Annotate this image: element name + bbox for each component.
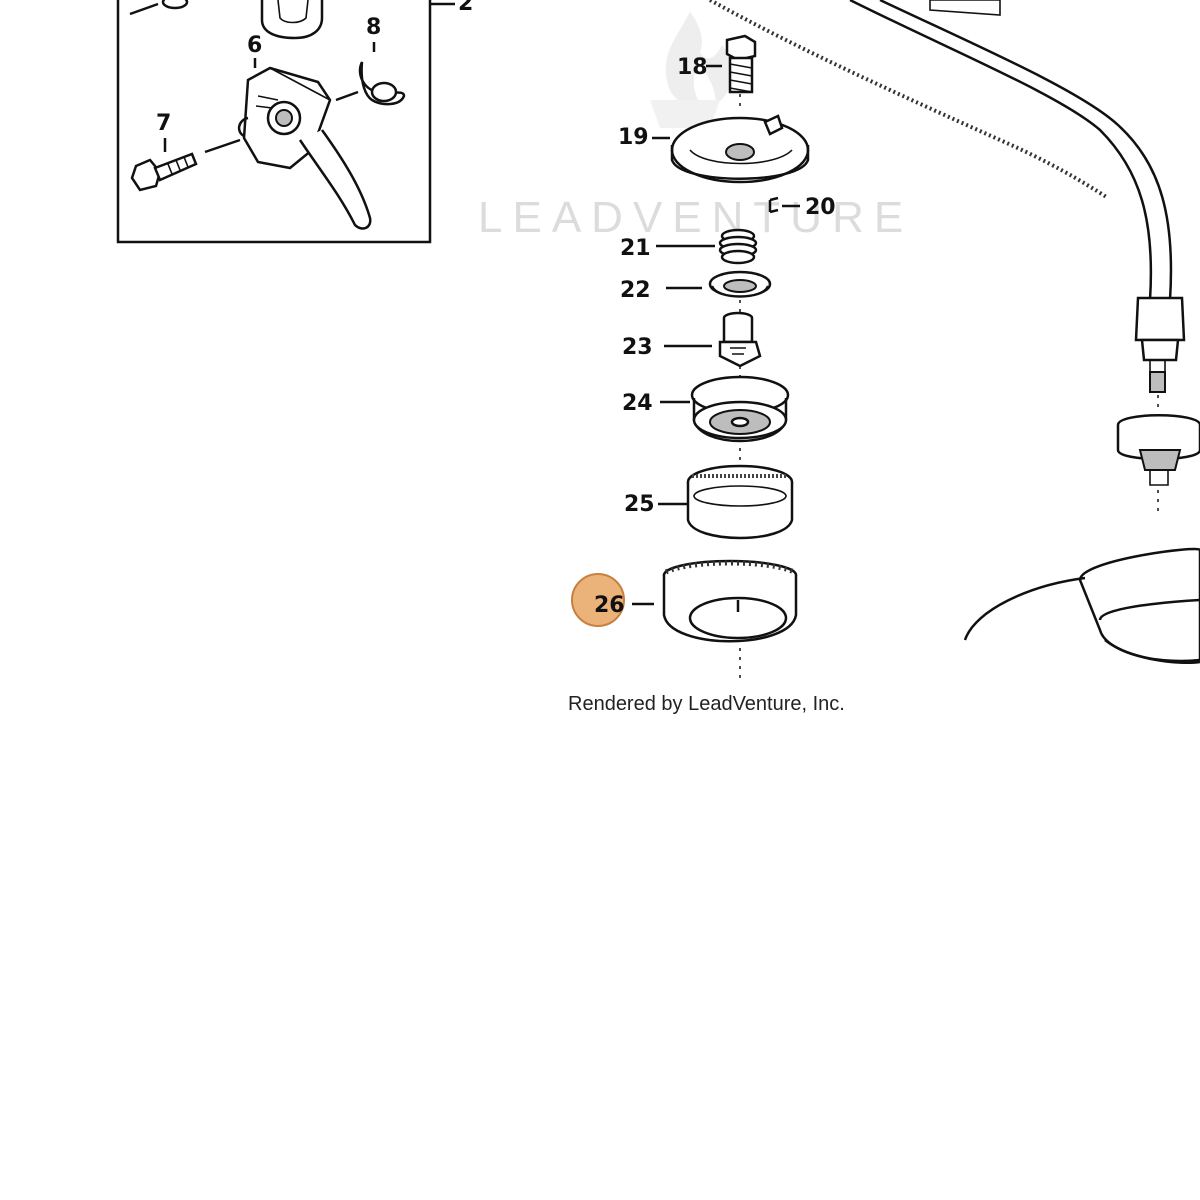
part-20-clip[interactable]	[768, 196, 779, 214]
part-18-bolt[interactable]	[725, 34, 757, 94]
inset-frame	[116, 0, 432, 244]
callout-26[interactable]: 26	[594, 593, 625, 618]
callout-19[interactable]: 19	[618, 125, 649, 150]
credit-text: Rendered by LeadVenture, Inc.	[568, 693, 845, 715]
part-22-cup-washer[interactable]	[708, 270, 772, 298]
drive-shaft-assembly	[709, 0, 1200, 665]
callout-25[interactable]: 25	[624, 492, 655, 517]
part-8-wing-nut[interactable]	[358, 61, 406, 106]
part-24-spool[interactable]	[690, 375, 790, 443]
callout-20[interactable]: 20	[805, 195, 836, 220]
highlight-circle[interactable]	[571, 573, 625, 627]
watermark-text: LEADVENTURE	[478, 193, 913, 242]
handle-top	[260, 0, 324, 40]
selected-part-marker[interactable]: 26	[571, 573, 625, 627]
part-19-cover[interactable]	[670, 114, 810, 184]
callout-2[interactable]: 2	[458, 0, 473, 16]
callout-21[interactable]: 21	[620, 236, 651, 261]
part-7-bolt[interactable]	[130, 152, 198, 192]
part-26-bump-knob[interactable]	[662, 559, 798, 680]
callout-8[interactable]: 8	[366, 15, 381, 40]
callout-24[interactable]: 24	[622, 391, 653, 416]
callout-22[interactable]: 22	[620, 278, 651, 303]
callout-6[interactable]: 6	[247, 33, 262, 58]
inset-throttle-assembly: 2 6 8 7	[116, 0, 473, 244]
part-21-spring[interactable]	[718, 228, 758, 265]
watermark: LEADVENTURE	[478, 12, 913, 242]
callout-7[interactable]: 7	[156, 111, 171, 136]
flame-logo-icon	[650, 12, 733, 128]
part-6-throttle-lever[interactable]	[237, 66, 372, 230]
part-23-drive-adapter[interactable]	[718, 311, 762, 368]
callout-18[interactable]: 18	[677, 55, 708, 80]
trimmer-head-exploded-view: 18 19 20 21	[618, 34, 836, 680]
part-25-housing[interactable]	[686, 464, 794, 540]
callout-23[interactable]: 23	[622, 335, 653, 360]
